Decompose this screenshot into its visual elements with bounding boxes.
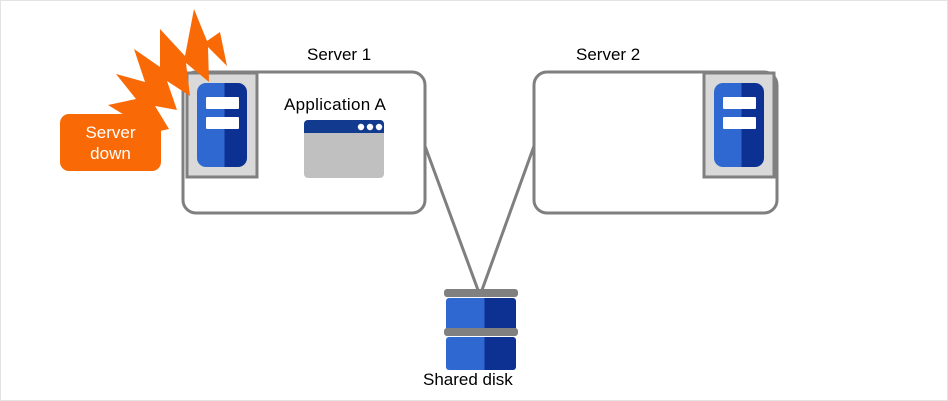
server-down-badge-line1: Server [85, 122, 136, 142]
server1-label: Server 1 [307, 45, 372, 64]
app-window-icon [304, 120, 384, 178]
shared-disk-label: Shared disk [423, 370, 513, 389]
server-down-badge-line2: down [90, 143, 131, 163]
connector-server2-to-disk [480, 145, 536, 291]
server-down-badge[interactable]: Server down [60, 114, 161, 171]
shared-disk-icon[interactable] [444, 289, 518, 370]
server2-label: Server 2 [576, 45, 641, 64]
server-icon-server1 [185, 71, 259, 179]
application-a-label: Application A [284, 95, 387, 114]
server-icon-server2 [702, 71, 776, 179]
connector-server1-to-disk [423, 145, 480, 291]
